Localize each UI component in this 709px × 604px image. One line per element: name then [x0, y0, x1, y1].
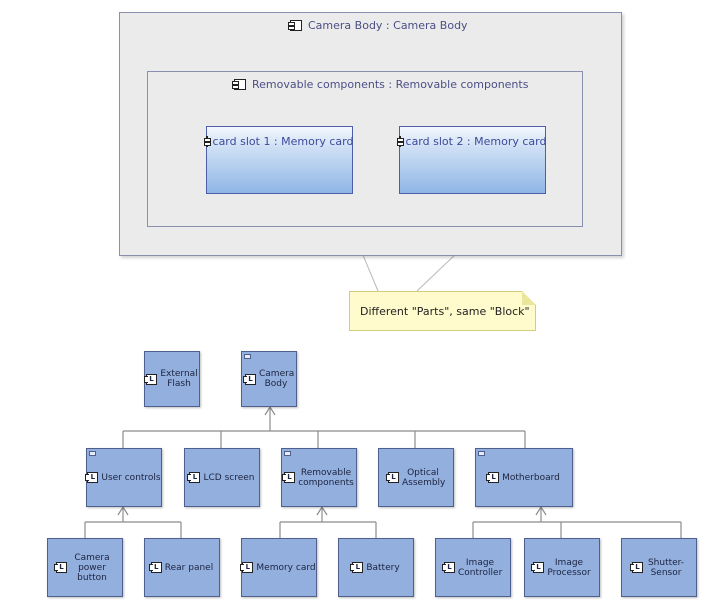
block-l-icon: L [630, 562, 643, 573]
block-label: LCD screen [203, 472, 255, 483]
block-label: Camera Body [259, 369, 295, 389]
inheritance-arrow-user-controls [117, 505, 129, 516]
block-l-icon: L [531, 562, 544, 573]
block-l-icon: L [386, 472, 399, 483]
inheritance-arrow-motherboard [535, 505, 547, 516]
part-card-slot-2-label: card slot 2 : Memory card [405, 135, 547, 148]
removable-components-frame-label: Removable components : Removable compone… [252, 78, 529, 91]
block-user-controls[interactable]: L User controls [85, 448, 162, 507]
block-camera-body[interactable]: L Camera Body [241, 351, 297, 407]
block-l-icon: L [486, 472, 500, 483]
collapse-icon[interactable] [284, 451, 291, 456]
removable-components-frame-title: Removable components : Removable compone… [232, 78, 529, 91]
block-label: Battery [366, 562, 400, 573]
block-image-processor[interactable]: L Image Processor [524, 538, 600, 597]
block-removable-components[interactable]: L Removable components [281, 448, 357, 507]
collapse-icon[interactable] [89, 451, 96, 456]
block-l-icon: L [243, 373, 256, 385]
component-icon [203, 136, 211, 147]
block-label: Camera power button [74, 552, 110, 583]
block-l-icon: L [54, 562, 67, 573]
block-lcd-screen[interactable]: L LCD screen [184, 448, 260, 507]
inheritance-arrow-removable-components [316, 505, 328, 516]
collapse-icon[interactable] [478, 451, 485, 456]
inheritance-arrow-camera-body [264, 405, 276, 416]
block-label: Motherboard [502, 472, 560, 483]
component-icon [288, 20, 302, 31]
block-optical-assembly[interactable]: L Optical Assembly [378, 448, 454, 507]
block-l-icon: L [144, 373, 157, 385]
block-memory-card[interactable]: L Memory card [240, 538, 317, 597]
block-label: User controls [101, 472, 161, 483]
block-label: Image Controller [458, 557, 503, 578]
block-label: Image Processor [547, 557, 591, 578]
part-card-slot-2-title: card slot 2 : Memory card [396, 135, 547, 148]
part-card-slot-1-label: card slot 1 : Memory card [212, 135, 354, 148]
block-label: Memory card [256, 562, 316, 573]
block-image-controller[interactable]: L Image Controller [435, 538, 511, 597]
block-l-icon: L [350, 562, 364, 573]
camera-body-frame-label: Camera Body : Camera Body [308, 19, 468, 32]
block-label: External Flash [160, 369, 198, 389]
block-battery[interactable]: L Battery [338, 538, 414, 597]
block-label: Shutter-Sensor [647, 557, 685, 578]
block-label: Optical Assembly [402, 467, 446, 488]
block-motherboard[interactable]: L Motherboard [475, 448, 573, 507]
part-card-slot-1-title: card slot 1 : Memory card [203, 135, 354, 148]
note[interactable]: Different "Parts", same "Block" [349, 291, 536, 331]
part-card-slot-2[interactable]: card slot 2 : Memory card [396, 126, 547, 194]
collapse-icon[interactable] [244, 354, 251, 359]
note-text: Different "Parts", same "Block" [360, 304, 530, 318]
block-l-icon: L [148, 562, 162, 573]
block-label: Removable components [298, 467, 354, 488]
block-label: Rear panel [164, 562, 214, 573]
block-l-icon: L [442, 562, 455, 573]
component-icon [232, 79, 246, 90]
block-camera-power-button[interactable]: L Camera power button [47, 538, 123, 597]
block-shutter-sensor[interactable]: L Shutter-Sensor [621, 538, 697, 597]
block-l-icon: L [187, 472, 201, 483]
component-icon [396, 136, 404, 147]
block-rear-panel[interactable]: L Rear panel [144, 538, 220, 597]
part-card-slot-1[interactable]: card slot 1 : Memory card [203, 126, 354, 194]
camera-body-frame-title: Camera Body : Camera Body [288, 19, 468, 32]
block-l-icon: L [85, 472, 99, 483]
block-external-flash[interactable]: L External Flash [144, 351, 200, 407]
block-l-icon: L [240, 562, 254, 573]
block-l-icon: L [282, 472, 295, 483]
